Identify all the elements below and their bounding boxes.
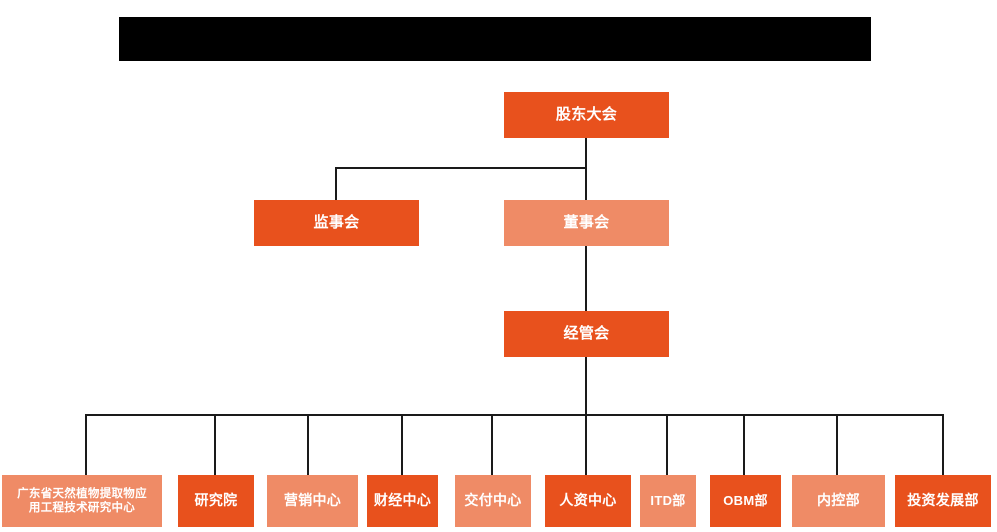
node-department-4[interactable]: 财经中心 <box>367 475 438 527</box>
node-department-3[interactable]: 营销中心 <box>267 475 358 527</box>
node-department-6[interactable]: 人资中心 <box>545 475 631 527</box>
node-department-1[interactable]: 广东省天然植物提取物应 用工程技术研究中心 <box>2 475 162 527</box>
connector-drop-9 <box>836 414 838 475</box>
connector-drop-7 <box>666 414 668 475</box>
connector-management-stem <box>585 357 587 415</box>
connector-drop-10 <box>942 414 944 475</box>
connector-drop-6 <box>585 414 587 475</box>
connector-supervisory-drop <box>335 167 337 200</box>
node-board-of-directors-label: 董事会 <box>563 213 610 231</box>
connector-shareholders-branch <box>335 167 587 169</box>
connector-drop-2 <box>214 414 216 475</box>
node-shareholders-meeting-label: 股东大会 <box>555 105 618 123</box>
connector-drop-4 <box>401 414 403 475</box>
connector-board-to-management <box>585 246 587 311</box>
node-department-8[interactable]: OBM部 <box>710 475 781 527</box>
node-department-6-label: 人资中心 <box>559 492 617 509</box>
node-department-5-label: 交付中心 <box>464 492 522 509</box>
node-department-10[interactable]: 投资发展部 <box>895 475 991 527</box>
connector-drop-3 <box>307 414 309 475</box>
node-management-committee-label: 经管会 <box>563 324 610 342</box>
node-board-of-directors[interactable]: 董事会 <box>504 200 669 246</box>
node-department-8-label: OBM部 <box>723 492 768 508</box>
node-supervisory-board[interactable]: 监事会 <box>254 200 419 246</box>
connector-board-drop <box>585 167 587 200</box>
node-department-4-label: 财经中心 <box>373 492 432 509</box>
connector-drop-1 <box>85 414 87 475</box>
node-department-7-label: ITD部 <box>650 492 686 508</box>
node-department-10-label: 投资发展部 <box>907 492 979 509</box>
node-department-5[interactable]: 交付中心 <box>455 475 531 527</box>
connector-drop-5 <box>491 414 493 475</box>
node-department-9[interactable]: 内控部 <box>792 475 885 527</box>
node-department-1-label: 广东省天然植物提取物应 用工程技术研究中心 <box>17 487 147 514</box>
node-management-committee[interactable]: 经管会 <box>504 311 669 357</box>
connector-shareholders-stem <box>585 138 587 169</box>
node-supervisory-board-label: 监事会 <box>313 213 360 231</box>
connector-drop-8 <box>743 414 745 475</box>
node-department-9-label: 内控部 <box>817 492 860 509</box>
node-department-2[interactable]: 研究院 <box>178 475 254 527</box>
node-department-7[interactable]: ITD部 <box>640 475 696 527</box>
node-department-2-label: 研究院 <box>194 492 238 509</box>
node-shareholders-meeting[interactable]: 股东大会 <box>504 92 669 138</box>
redacted-title-banner <box>119 17 871 61</box>
connector-department-bus <box>85 414 944 416</box>
node-department-3-label: 营销中心 <box>283 492 342 509</box>
